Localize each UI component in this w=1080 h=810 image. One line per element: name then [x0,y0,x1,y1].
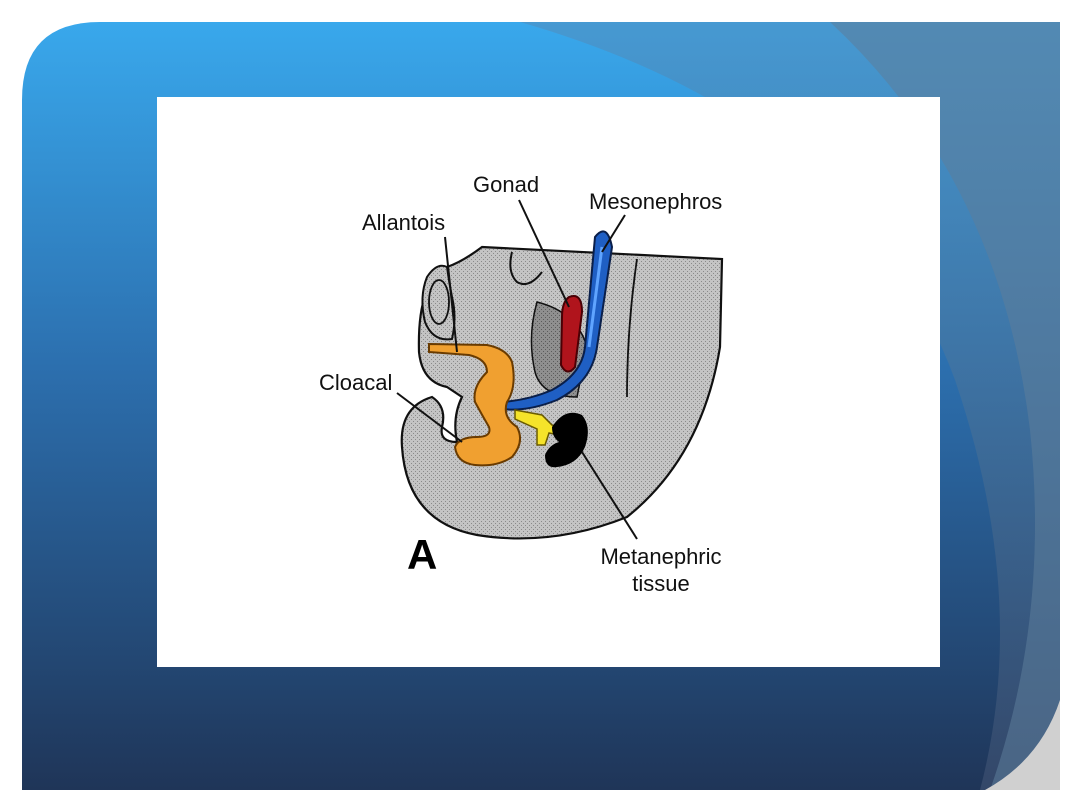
label-allantois: Allantois [362,210,445,235]
metanephric-tissue [545,412,588,468]
label-mesonephros: Mesonephros [589,189,722,214]
decorative-swoosh-2 [830,22,1060,790]
leader-mesonephros [601,214,626,253]
gonad [559,295,584,373]
label-gonad: Gonad [473,172,539,197]
mesonephros-duct [501,230,614,411]
tube-opening [428,279,450,325]
leader-metanephric [581,451,638,540]
body-curve [626,258,638,398]
panel-letter: A [407,531,437,578]
label-metanephric-line1: Metanephric [600,544,721,569]
embryo-upper-bump [509,251,543,285]
label-cloacal: Cloacal [319,370,392,395]
figure-panel: Gonad Mesonephros Allantois Cloacal Meta… [157,97,940,667]
embryo-diagram: Gonad Mesonephros Allantois Cloacal Meta… [319,172,724,596]
mesonephros-highlight [587,246,604,348]
decorative-corner-curl [985,700,1060,790]
label-metanephric-line2: tissue [632,571,689,596]
cloaca [428,342,522,467]
leader-allantois [444,236,458,353]
leader-cloacal [396,392,463,443]
ureteric-bud [514,409,564,446]
leader-gonad [518,199,570,308]
